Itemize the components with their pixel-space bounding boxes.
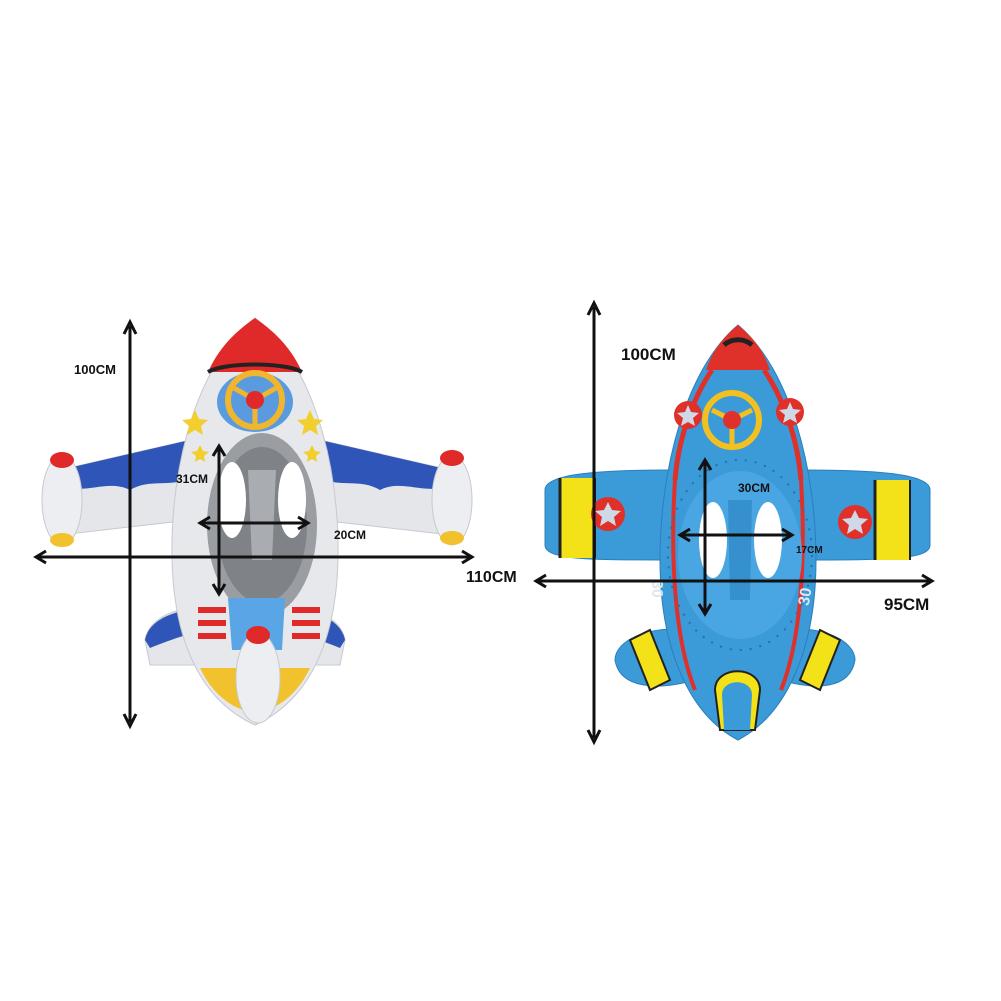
blue-plane-width-label: 95CM bbox=[884, 595, 930, 614]
blue-plane-seat-width-label: 17CM bbox=[796, 545, 823, 556]
blue-plane-panel: 30 30 100CM 95CM 30CM 17CM bbox=[500, 0, 1001, 1001]
white-plane-seat-width-label: 20CM bbox=[334, 528, 367, 542]
blue-plane-seat-height-label: 30CM bbox=[738, 481, 771, 495]
blue-plane-illustration: 30 30 bbox=[533, 299, 935, 746]
blue-plane-height-label: 100CM bbox=[621, 345, 676, 364]
white-plane-illustration bbox=[33, 317, 475, 730]
white-plane-width-label: 110CM bbox=[466, 569, 517, 586]
white-plane-seat-height-label: 31CM bbox=[176, 472, 209, 486]
white-plane-height-label: 100CM bbox=[74, 362, 116, 377]
body-number-right: 30 bbox=[796, 586, 816, 607]
white-plane-panel: 100CM 110CM 31CM 20CM bbox=[0, 0, 517, 1001]
body-number-left: 30 bbox=[648, 580, 665, 598]
